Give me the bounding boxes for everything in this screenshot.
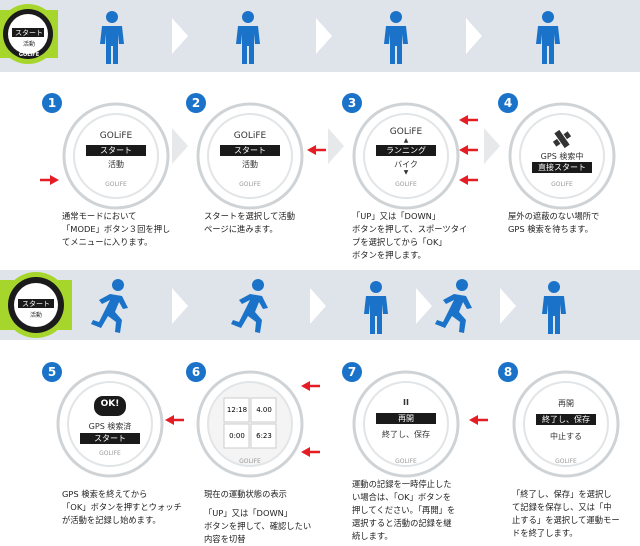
resume-bar: 再開: [376, 413, 436, 424]
start-bar: スタート: [80, 433, 140, 444]
step-3-description: 「UP」又は「DOWN」ボタンを押して、スポーツタイプを選択してから「OK」ボタ…: [352, 211, 468, 260]
step-number-4: 4: [498, 93, 518, 113]
watch-footer-label: GOLIFE: [395, 181, 417, 188]
chevron-right-icon: [484, 128, 500, 164]
step-number-5: 5: [42, 362, 62, 382]
watch-brand: GOLiFE: [233, 131, 267, 141]
step-1-description: 通常モードにおいて「MODE」ボタン３回を押してメニューに入ります。: [62, 211, 171, 247]
watch-thumbnail-top: [0, 4, 58, 64]
thumb-top-brand: GOLIFE: [18, 52, 40, 58]
watch-footer-label: GOLIFE: [555, 458, 577, 465]
chevron-right-icon: [328, 128, 344, 164]
watch-brand: GOLiFE: [99, 131, 133, 141]
step-7-description: 運動の記録を一時停止したい場合は、「OK」ボタンを押してください。「再開」を選択…: [352, 479, 456, 541]
standing-person-icon: [384, 11, 408, 64]
watch-footer-label: GOLIFE: [239, 458, 261, 465]
watch-menu-highlight: スタート: [220, 145, 280, 156]
pause-icon: II: [403, 398, 409, 407]
thumb-bottom-brand: GOLIFE: [23, 289, 49, 296]
direct-start-bar: 直接スタート: [532, 162, 592, 173]
standing-person-icon: [364, 281, 388, 334]
red-arrow-left-icon: [301, 447, 320, 457]
chevron-right-icon: [172, 18, 188, 54]
tile-duration: 0:00: [229, 432, 245, 440]
tile-pace: 6:23: [256, 432, 272, 440]
ok-badge-text: OK!: [100, 399, 120, 409]
finish-save-text: 終了し、保存: [382, 430, 430, 439]
running-person-icon: [435, 279, 472, 333]
watch-face-step-6: [196, 370, 304, 478]
watch-face-step-7: [352, 370, 460, 478]
red-arrow-left-icon: [459, 175, 478, 185]
step-number-2: 2: [186, 93, 206, 113]
cancel-text: 中止する: [550, 432, 582, 441]
standing-person-icon: [542, 281, 566, 334]
thumb-top-line1: スタート: [15, 29, 43, 37]
watch-footer-label: GOLIFE: [99, 450, 121, 457]
resume-text: 再開: [558, 399, 574, 408]
step-number-3: 3: [342, 93, 362, 113]
watch-thumbnail-bottom: [0, 272, 72, 338]
chevron-right-icon: [466, 18, 482, 54]
red-arrow-left-icon: [307, 145, 326, 155]
chevron-right-icon: [416, 288, 432, 324]
step-5-description: GPS 検索を終えてから「OK」ボタンを押すとウォッチが活動を記録し始めます。: [62, 489, 182, 525]
red-arrow-left-icon: [469, 415, 488, 425]
watch-down-caret: ▼: [403, 169, 409, 176]
step-number-8: 8: [498, 362, 518, 382]
watch-menu-sub: 活動: [242, 160, 258, 169]
step-8-description: 「終了し、保存」を選択して記録を保存し、又は「中止する」を選択して運動モードを終…: [512, 489, 620, 538]
thumb-bottom-line2: 活動: [29, 312, 42, 319]
red-arrow-left-icon: [301, 381, 320, 391]
step-6-description: 現在の運動状態の表示「UP」又は「DOWN」ボタンを押して、確認したい内容を切替: [204, 489, 312, 544]
watch-menu-sub: バイク: [394, 160, 418, 169]
gps-status-text: GPS 検索中: [540, 152, 584, 161]
finish-save-bar: 終了し、保存: [536, 414, 596, 425]
red-arrow-left-icon: [165, 415, 184, 425]
standing-person-icon: [100, 11, 124, 64]
watch-face-step-4: [508, 102, 616, 210]
tile-distance: 4.00: [256, 406, 272, 414]
standing-person-icon: [536, 11, 560, 64]
chevron-right-icon: [310, 288, 326, 324]
thumb-top-line2: 活動: [22, 41, 35, 48]
watch-menu-highlight: スタート: [86, 145, 146, 156]
thumb-bottom-line1: スタート: [22, 300, 50, 308]
watch-face-step-1: [62, 102, 170, 210]
watch-menu-highlight: ランニング: [376, 145, 436, 156]
watch-up-caret: ▲: [403, 137, 409, 144]
standing-person-icon: [236, 11, 260, 64]
chevron-right-icon: [500, 288, 516, 324]
step-number-6: 6: [186, 362, 206, 382]
gps-found-text: GPS 検索済: [88, 422, 132, 431]
red-arrow-left-icon: [459, 115, 478, 125]
watch-menu-sub: 活動: [108, 160, 124, 169]
red-arrow-left-icon: [459, 145, 478, 155]
watch-brand: GOLiFE: [389, 127, 423, 137]
chevron-right-icon: [172, 288, 188, 324]
step-2-description: スタートを選択して活動ページに進みます。: [204, 211, 296, 234]
watch-face-step-5: [56, 370, 164, 478]
tile-time: 12:18: [226, 406, 248, 414]
watch-face-step-3: [352, 102, 460, 210]
running-person-icon: [231, 279, 268, 333]
watch-face-step-2: [196, 102, 304, 210]
chevron-right-icon: [316, 18, 332, 54]
watch-footer-label: GOLIFE: [551, 181, 573, 188]
chevron-right-icon: [172, 128, 188, 164]
watch-footer-label: GOLIFE: [395, 458, 417, 465]
step-number-7: 7: [342, 362, 362, 382]
step-number-1: 1: [42, 93, 62, 113]
watch-footer-label: GOLIFE: [105, 181, 127, 188]
red-arrow-icon: [40, 175, 59, 185]
watch-footer-label: GOLIFE: [239, 181, 261, 188]
running-person-icon: [91, 279, 128, 333]
